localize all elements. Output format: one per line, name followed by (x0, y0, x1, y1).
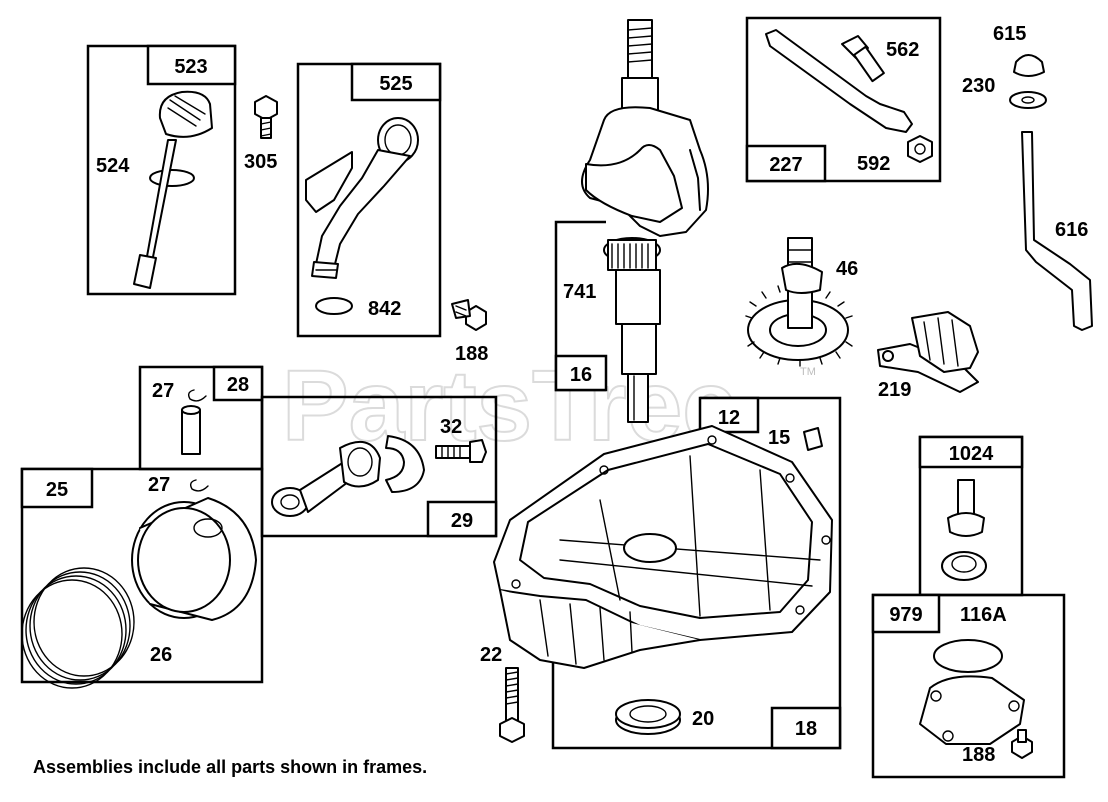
frame-525-tag (350, 62, 442, 102)
label-15: 15 (768, 427, 790, 449)
frame-28-piston-pin: 28 27 (138, 365, 264, 471)
watermark-trademark: TM (800, 366, 816, 378)
label-16: 16 (570, 364, 592, 386)
label-27-upper: 27 (152, 380, 174, 402)
label-28: 28 (227, 374, 249, 396)
label-219: 219 (878, 379, 911, 401)
frame-525-oil-fill-tube: 525 842 (296, 62, 442, 338)
frame-16-tag (554, 354, 608, 392)
governor-lever-part (765, 29, 913, 133)
label-18: 18 (795, 718, 817, 740)
label-25: 25 (46, 479, 68, 501)
bolt-305: 305 (244, 95, 278, 173)
frame-28-tag (212, 365, 264, 402)
frame-16-crankshaft: 16 741 (554, 220, 608, 392)
oring-116A (933, 639, 1003, 673)
frame-25-tag (20, 467, 94, 509)
label-1024: 1024 (949, 443, 994, 465)
frame-979-tag (871, 593, 941, 634)
frame-523-tag (146, 44, 237, 86)
oring-842 (315, 297, 353, 315)
clip-27-upper (187, 389, 207, 402)
clip-27-lower (189, 479, 209, 492)
oil-fill-tube-part (305, 117, 419, 279)
label-562: 562 (886, 39, 919, 61)
label-842: 842 (368, 298, 401, 320)
bolt-22: 22 (480, 644, 525, 743)
label-741: 741 (563, 281, 596, 303)
label-615: 615 (993, 23, 1026, 45)
label-32: 32 (440, 416, 462, 438)
frame-29-tag (426, 500, 498, 538)
label-20: 20 (692, 708, 714, 730)
washer-230 (1009, 91, 1047, 109)
frame-25-piston: 25 27 26 (20, 467, 264, 689)
label-116A: 116A (960, 604, 1007, 626)
frame-227-tag (745, 144, 827, 183)
piston-part (131, 497, 257, 621)
sump-part-12 (493, 425, 833, 669)
governor-shaft-616 (1021, 131, 1093, 331)
label-525: 525 (379, 73, 412, 95)
label-29: 29 (451, 510, 473, 532)
camshaft-46: 46 (745, 237, 858, 367)
piston-rings-26 (21, 567, 135, 689)
crankshaft-part (581, 19, 709, 423)
frame-29 (260, 395, 498, 538)
frame-979 (871, 593, 1066, 779)
plug-15 (803, 427, 823, 451)
pump-cover (919, 675, 1025, 745)
frame-18-tag (770, 706, 842, 750)
frame-1024-oil-pump: 1024 (918, 435, 1024, 597)
dipstick-part (133, 90, 213, 289)
frame-18-sump: 18 12 15 (493, 396, 842, 750)
frame-979-pump-cover: 979 116A 188 (871, 593, 1066, 779)
label-592: 592 (857, 153, 890, 175)
frame-523-dipstick-assembly: 523 524 (86, 44, 237, 296)
label-188-lower: 188 (962, 744, 995, 766)
label-22: 22 (480, 644, 502, 666)
governor-assembly-219: 219 (877, 311, 979, 401)
frame-227-governor-lever: 227 562 592 (745, 16, 942, 183)
frame-1024-tag (918, 435, 1024, 469)
frame-227 (745, 16, 942, 183)
label-27-lower: 27 (148, 474, 170, 496)
label-188-upper: 188 (455, 343, 488, 365)
label-46: 46 (836, 258, 858, 280)
piston-pin (181, 409, 201, 455)
connecting-rod-part (271, 435, 425, 517)
frame-29-connecting-rod: 29 32 (260, 395, 498, 538)
nut-592 (907, 135, 933, 163)
label-523: 523 (174, 56, 207, 78)
bolt-188-upper: 188 (451, 299, 488, 365)
frame-25 (20, 467, 264, 684)
label-26: 26 (150, 644, 172, 666)
oil-seal-20: 20 (615, 699, 714, 735)
label-12: 12 (718, 407, 740, 429)
label-227: 227 (769, 154, 802, 176)
parts-615-230-616: 615 230 616 (962, 23, 1093, 331)
bolt-32 (435, 439, 487, 463)
label-524: 524 (96, 155, 130, 177)
seal-615 (1013, 54, 1045, 77)
label-616: 616 (1055, 219, 1088, 241)
label-979: 979 (889, 604, 922, 626)
footer-note: Assemblies include all parts shown in fr… (33, 757, 427, 777)
label-230: 230 (962, 75, 995, 97)
label-305: 305 (244, 151, 277, 173)
